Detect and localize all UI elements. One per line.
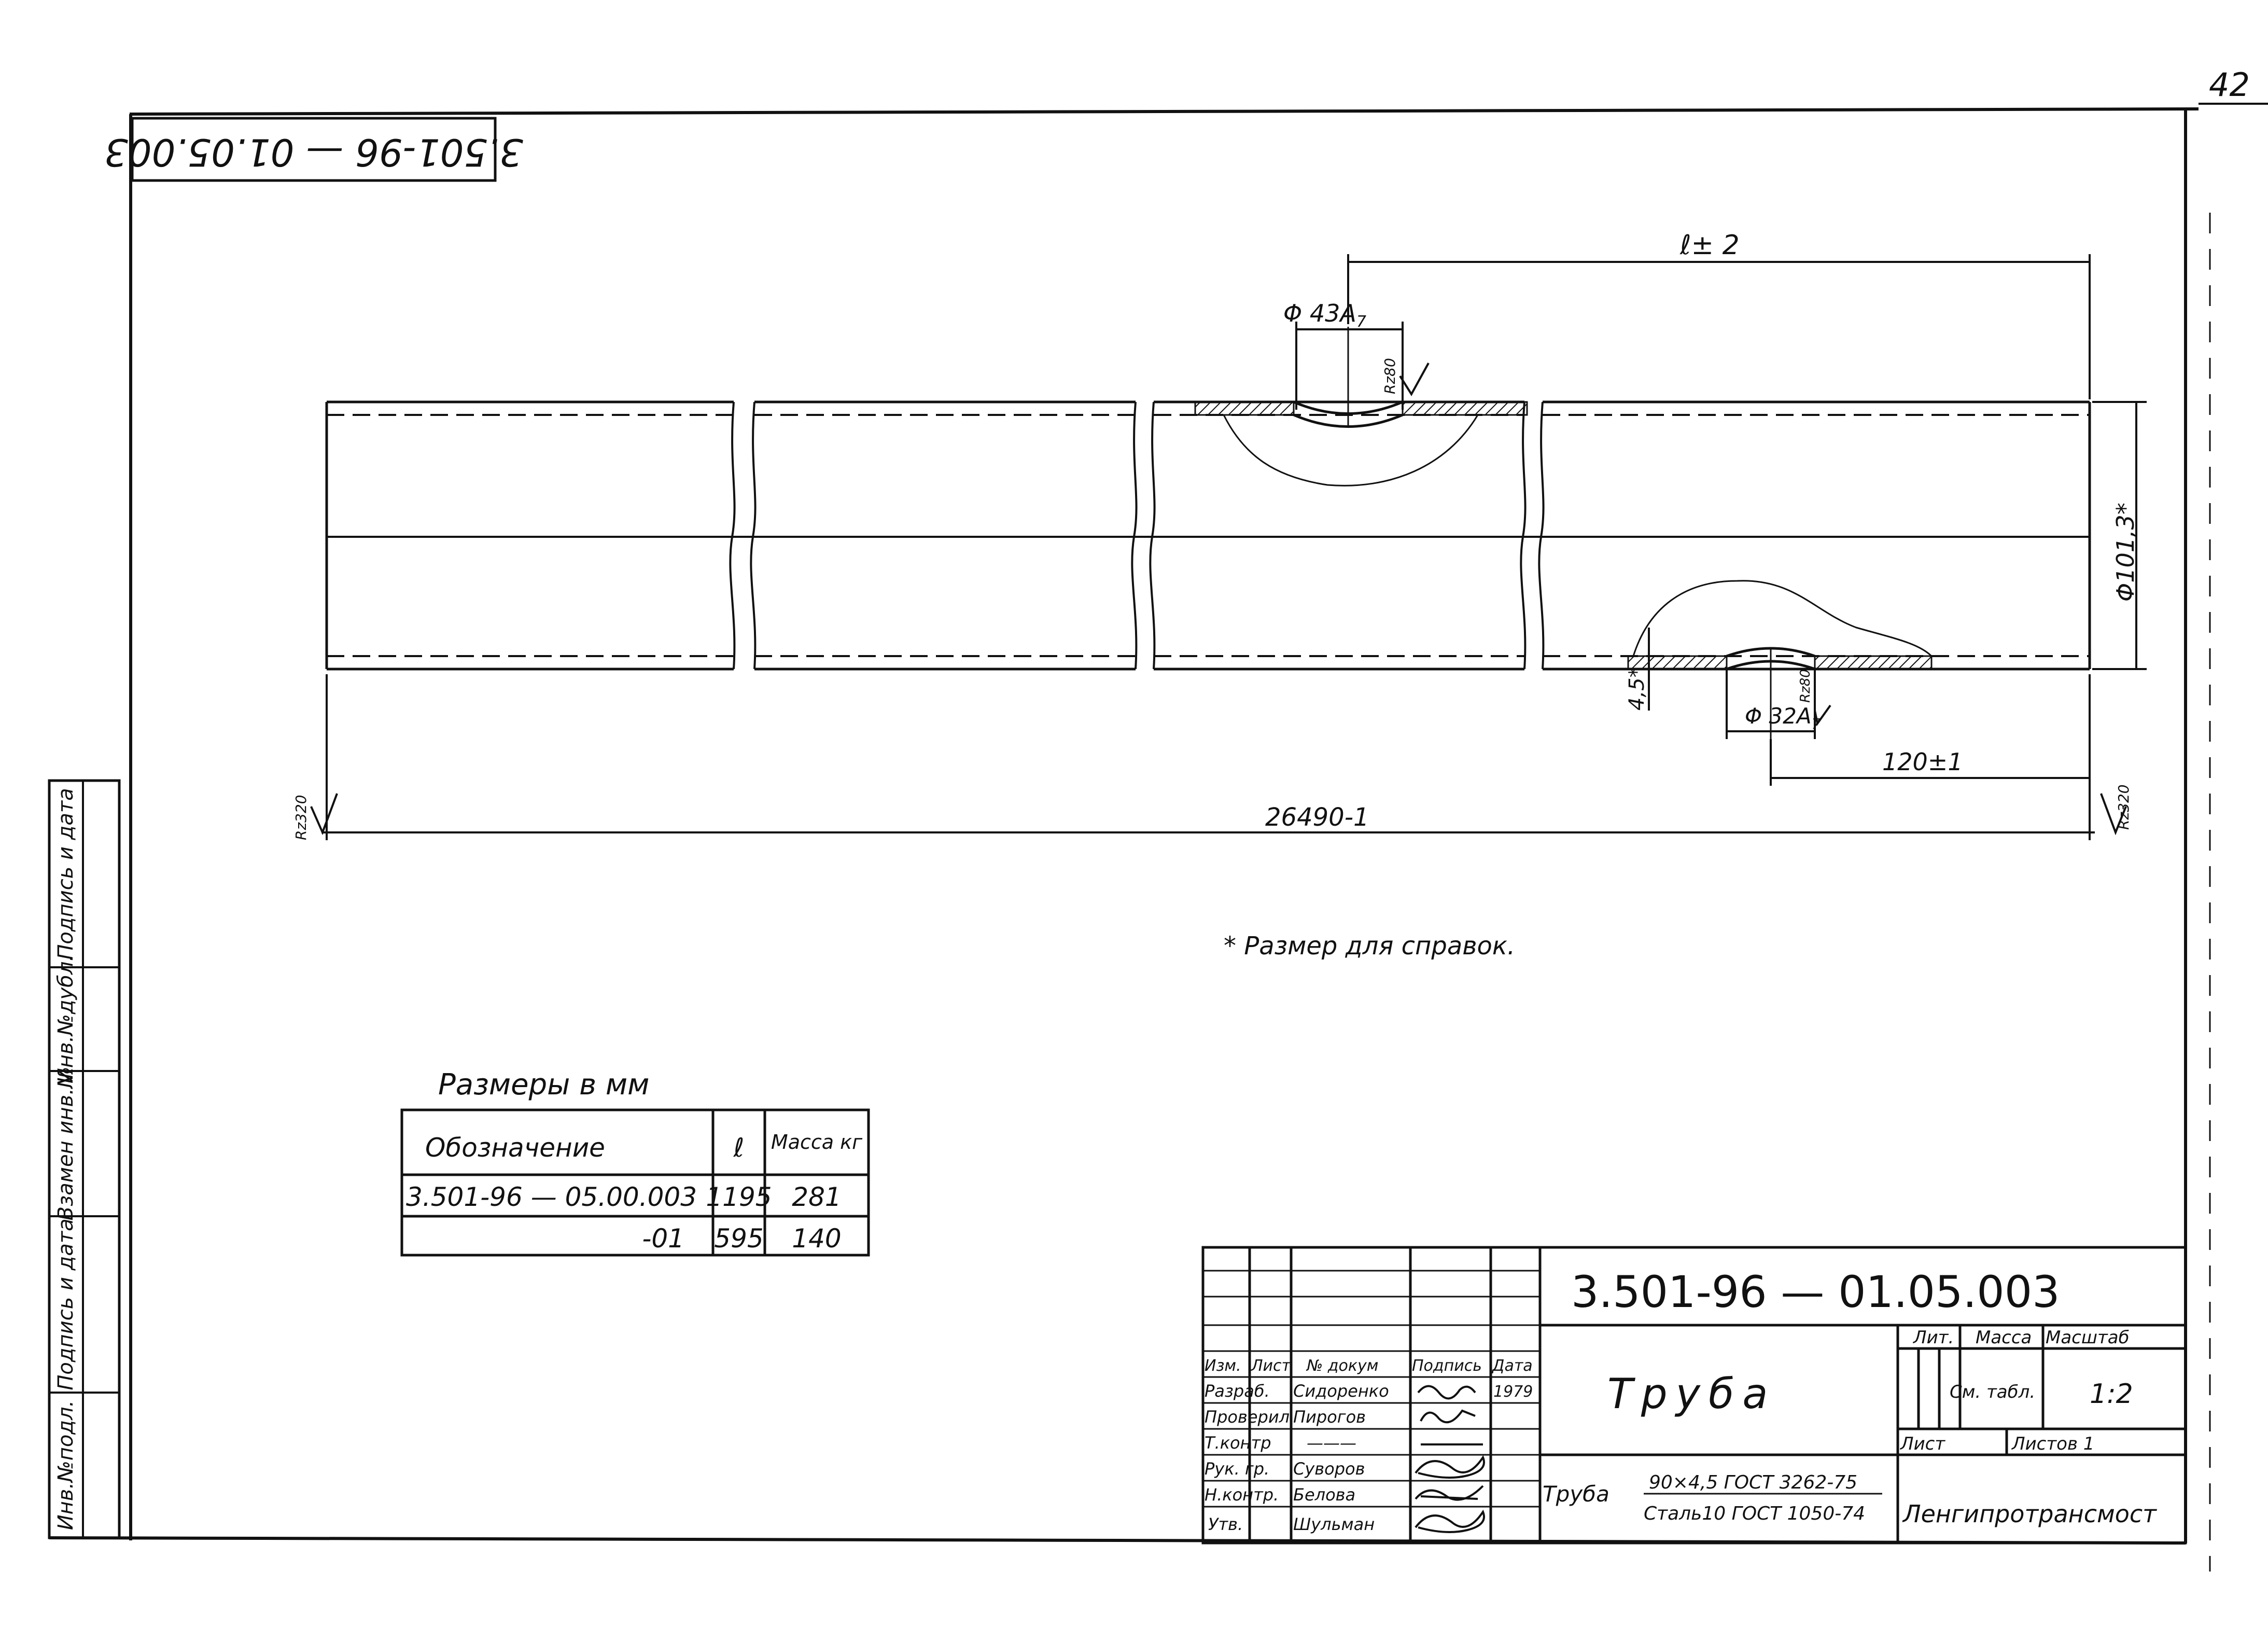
person-1: Пирогов [1293,1407,1366,1427]
sizes-table: Размеры в мм Обозначение ℓ Масса кг 3.50… [400,1068,870,1257]
reference-note: * Размер для справок. [1224,931,1515,961]
material-label: Труба [1543,1481,1609,1507]
table-cell-1-0: -01 [642,1223,684,1254]
scale-value: 1:2 [2090,1379,2133,1410]
person-2: ——— [1307,1433,1356,1453]
rotated-code-box: 3.501-96 — 01.05.003 [104,117,523,182]
title-block: 3.501-96 — 01.05.003 Труба Изм. Лист № д… [1201,1246,2187,1545]
hdr-izm: Изм. [1205,1357,1241,1375]
dimensions [321,254,2147,840]
roughness-marks [310,363,2127,836]
signatures [1415,1385,1485,1533]
top-hole-section [1194,327,1528,486]
dim-length: ℓ± 2 [1679,230,1740,261]
role-4: Н.контр. [1205,1485,1279,1505]
rough-left: Rz320 [292,795,310,840]
dim-overall: 26490-1 [1265,803,1369,832]
dim-hole-bottom: Φ 32A7 [1745,703,1821,732]
hdr-doc: № докум [1306,1357,1378,1375]
bottom-hole-section [1627,580,1933,742]
table-cell-0-2: 281 [792,1182,841,1212]
strip-inv-podl: Инв.№подл. [54,1400,78,1531]
strip-sign-date-1: Подпись и дата [54,1218,78,1390]
table-cell-1-1: 595 [714,1223,763,1254]
table-cell-0-0: 3.501-96 — 05.00.003 [406,1182,697,1212]
pipe-view [325,327,2091,742]
table-header-length: ℓ [733,1133,745,1163]
strip-vzamen: Взамен инв.№ [54,1067,78,1221]
sheets-label: Листов 1 [2011,1434,2094,1454]
title-code: 3.501-96 — 01.05.003 [1571,1267,2060,1317]
table-cell-0-1: 1195 [706,1182,772,1212]
strip-inv-dubl: Инв.№дубл. [54,955,78,1083]
break-lines [729,401,1545,670]
role-2: Т.контр [1205,1433,1271,1453]
dim-od: Φ101,3* [2111,503,2139,602]
pipe-inner-bore [327,414,2090,657]
left-strip: Инв.№подл. Подпись и дата Взамен инв.№ И… [48,779,121,1539]
hdr-sign: Подпись [1412,1357,1482,1375]
dim-hole-top: Φ 43A7 [1283,299,1366,331]
organization: Ленгипротрансмост [1902,1500,2157,1528]
page-number: 42 [2209,66,2250,104]
sheet-label: Лист [1899,1434,1945,1454]
mass-value: См. табл. [1950,1382,2035,1402]
rotated-code: 3.501-96 — 01.05.003 [104,130,523,174]
table-header-mass: Масса кг [771,1131,863,1153]
role-1: Проверил [1205,1407,1290,1427]
person-5: Шульман [1293,1514,1375,1534]
scale-label: Масштаб [2046,1327,2130,1348]
material-line1: 90×4,5 ГОСТ 3262-75 [1649,1472,1857,1493]
strip-sign-date-2: Подпись и дата [54,788,78,959]
rough-bottom: Rz80 [1798,669,1813,703]
role-5: Утв. [1208,1514,1243,1534]
rough-right: Rz320 [2115,784,2132,830]
date-0: 1979 [1493,1383,1533,1401]
table-header-designation: Обозначение [425,1133,605,1163]
person-4: Белова [1293,1485,1355,1505]
pipe-outer-edges [327,400,2090,671]
person-3: Суворов [1293,1459,1365,1479]
table-title: Размеры в мм [438,1068,649,1102]
role-3: Рук. гр. [1205,1459,1269,1479]
hdr-date: Дата [1491,1357,1533,1375]
person-0: Сидоренко [1293,1381,1389,1401]
lit-label: Лит. [1912,1327,1954,1348]
sheet-frame [49,107,2211,1572]
dim-offset: 120±1 [1882,748,1963,776]
table-cell-1-2: 140 [792,1223,841,1254]
dim-wall: 4,5* [1625,667,1649,711]
hdr-list: Лист [1251,1357,1292,1375]
rough-top: Rz80 [1381,358,1398,394]
title-name: Труба [1607,1370,1776,1418]
mass-label: Масса [1976,1327,2032,1348]
material-line2: Сталь10 ГОСТ 1050-74 [1644,1503,1865,1524]
role-0: Разраб. [1205,1381,1270,1401]
